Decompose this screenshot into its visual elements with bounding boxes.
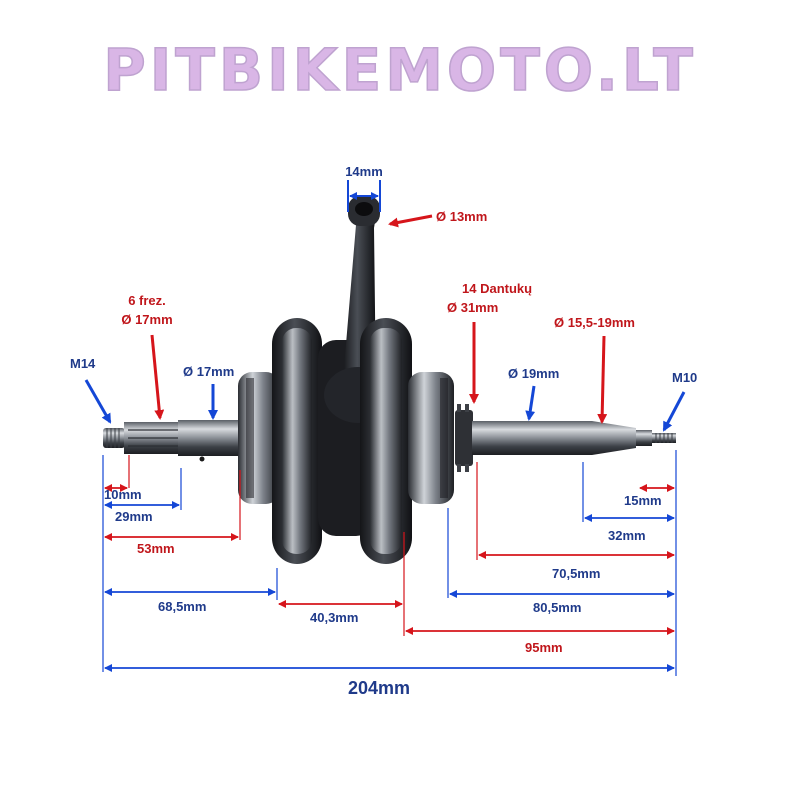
dim-53mm: 53mm bbox=[137, 541, 175, 556]
label-right-journal: Ø 19mm bbox=[508, 366, 559, 381]
label-right-thread: M10 bbox=[672, 370, 697, 385]
label-right-taper: Ø 15,5-19mm bbox=[554, 315, 635, 330]
dim-204mm: 204mm bbox=[348, 678, 410, 698]
label-conrod-width: 14mm bbox=[345, 164, 383, 179]
label-splines-count: 6 frez. bbox=[128, 293, 166, 308]
label-left-journal: Ø 17mm bbox=[183, 364, 234, 379]
dim-40-3mm: 40,3mm bbox=[310, 610, 358, 625]
dim-80-5mm: 80,5mm bbox=[533, 600, 581, 615]
dim-15mm: 15mm bbox=[624, 493, 662, 508]
callout-arrows bbox=[84, 180, 686, 432]
site-logo: PITBIKEMOTO.LT bbox=[102, 35, 697, 105]
dim-10mm: 10mm bbox=[104, 487, 142, 502]
dim-95mm: 95mm bbox=[525, 640, 563, 655]
label-small-end: Ø 13mm bbox=[436, 209, 487, 224]
dimension-lines bbox=[102, 450, 677, 676]
dim-29mm: 29mm bbox=[115, 509, 153, 524]
dim-68-5mm: 68,5mm bbox=[158, 599, 206, 614]
crankshaft-image bbox=[103, 196, 676, 564]
dimension-labels: 10mm 29mm 53mm 68,5mm 40,3mm 204mm 15mm … bbox=[104, 487, 662, 698]
callout-labels: 14mm Ø 13mm 14 Dantukų Ø 31mm 6 frez. Ø … bbox=[70, 164, 697, 385]
dim-32mm: 32mm bbox=[608, 528, 646, 543]
label-splines-dia: Ø 17mm bbox=[121, 312, 172, 327]
label-sprocket-dia: Ø 31mm bbox=[447, 300, 498, 315]
label-left-thread: M14 bbox=[70, 356, 96, 371]
label-teeth-count: 14 Dantukų bbox=[462, 281, 532, 296]
dim-70-5mm: 70,5mm bbox=[552, 566, 600, 581]
logo-text: PITBIKEMOTO.LT bbox=[103, 36, 697, 104]
